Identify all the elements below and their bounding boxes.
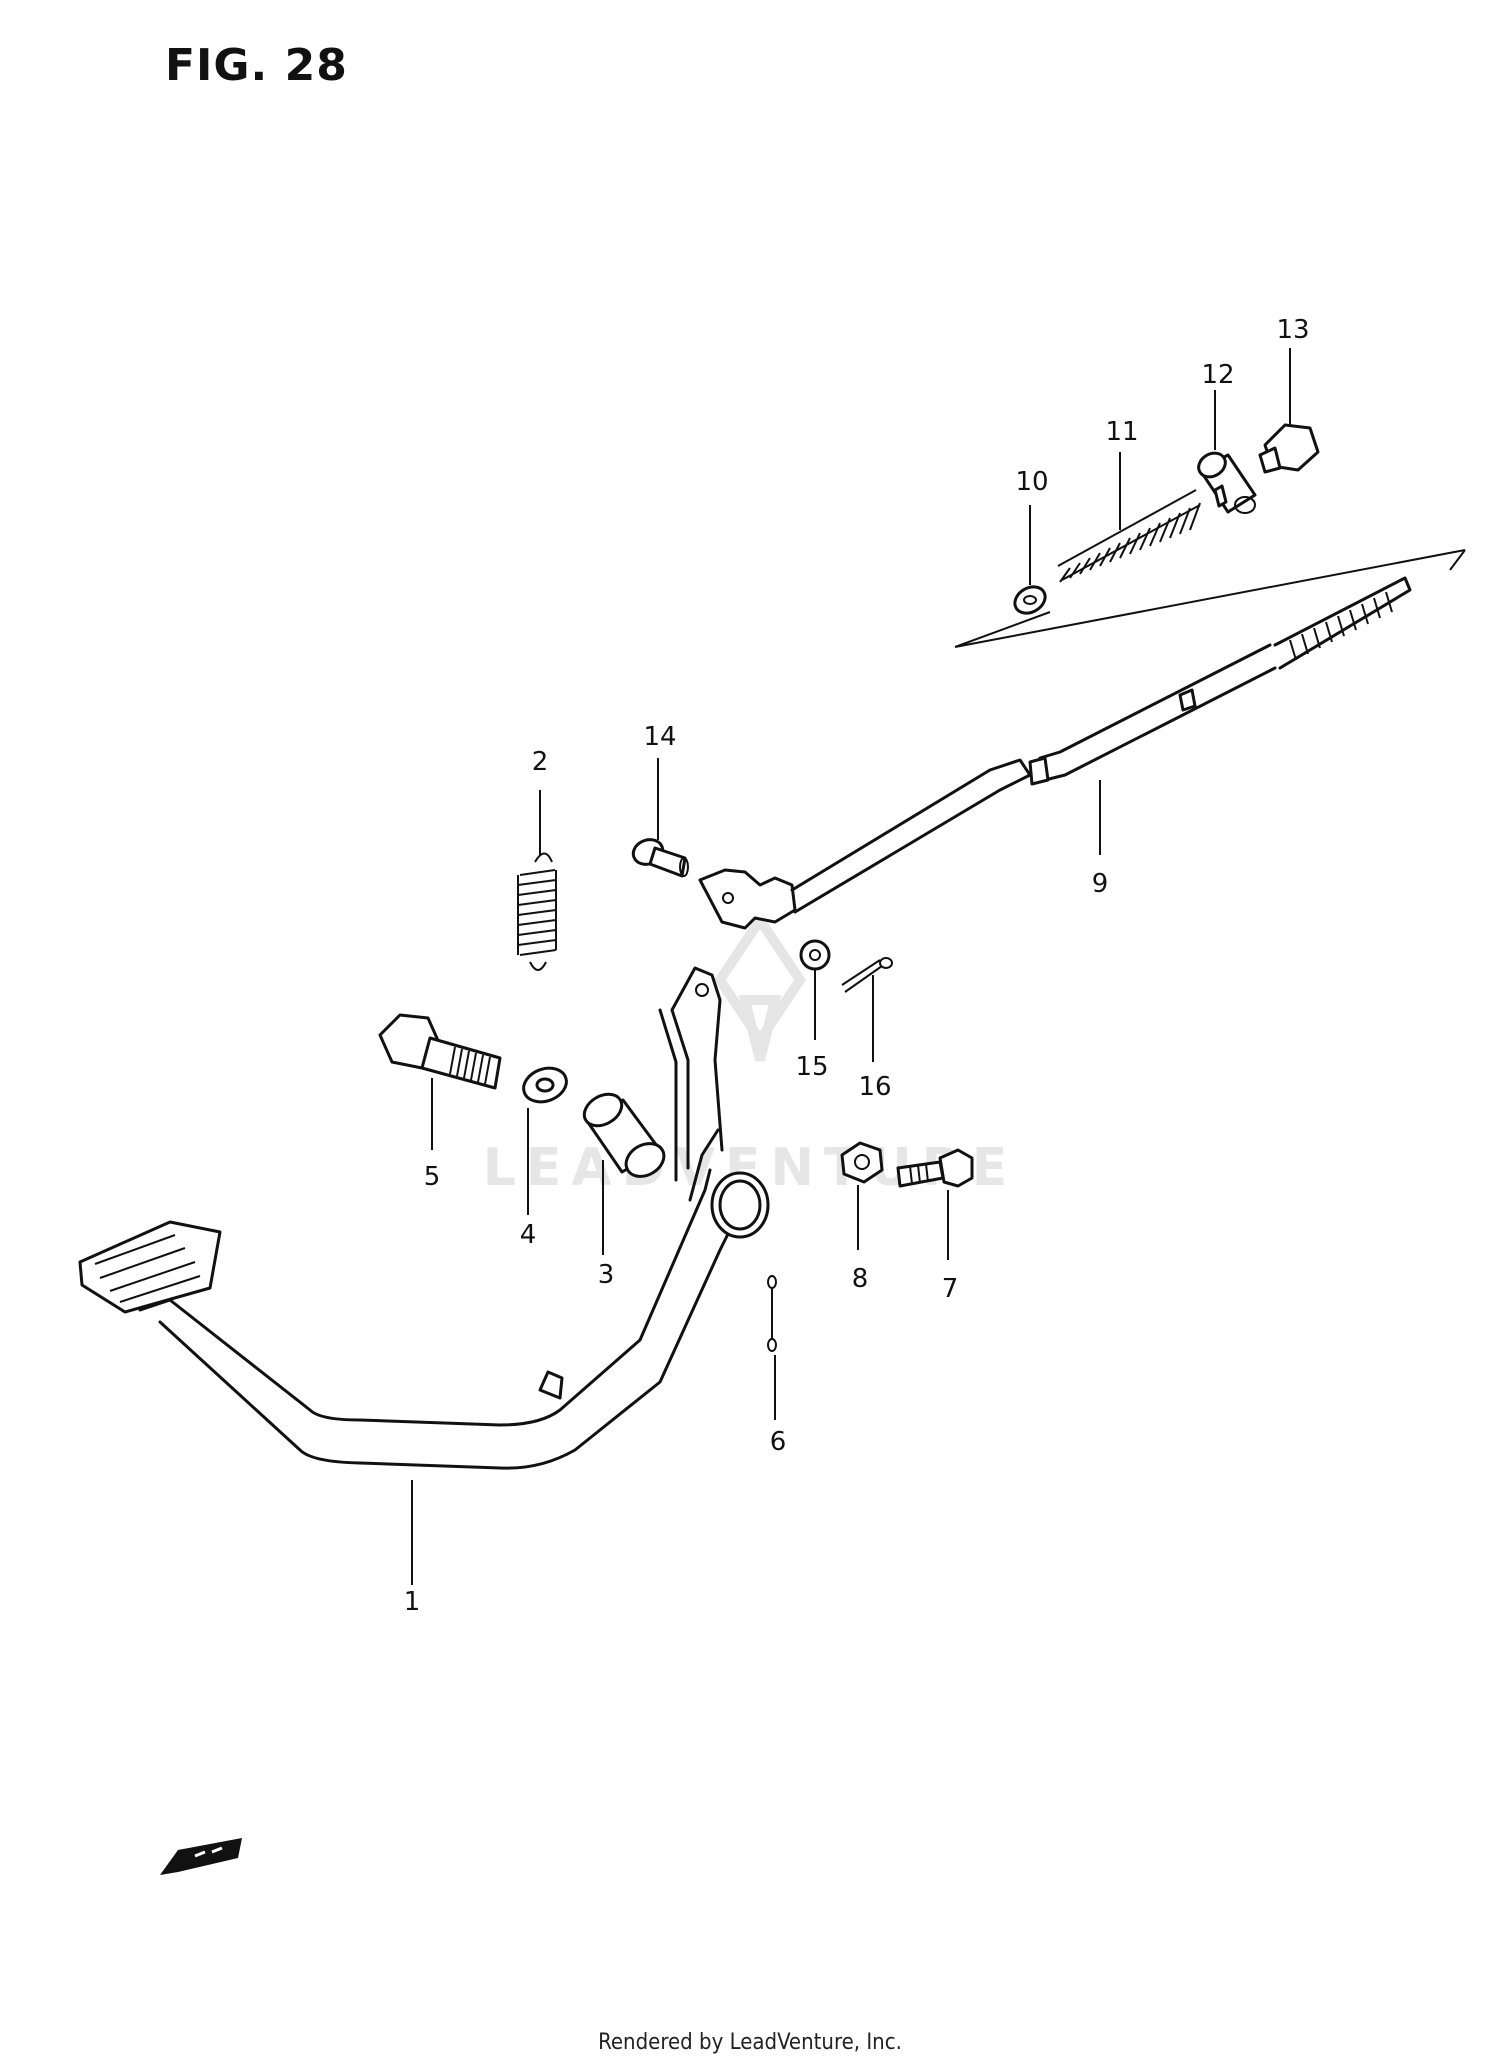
callout-labels: 1 2 3 4 5 6 7 8 9 10 11 12 13 14 15 16 bbox=[404, 315, 1310, 1617]
part-12-adjust-joint bbox=[1197, 451, 1257, 514]
callout-3: 3 bbox=[598, 1260, 615, 1290]
part-11-spring bbox=[1057, 489, 1201, 583]
footer-credit: Rendered by LeadVenture, Inc. bbox=[598, 2030, 902, 2055]
part-14-clevis-pin bbox=[631, 838, 689, 878]
callout-10: 10 bbox=[1015, 467, 1048, 497]
subassembly-bracket bbox=[954, 549, 1466, 648]
callout-8: 8 bbox=[852, 1264, 869, 1294]
part-15-washer bbox=[799, 939, 831, 971]
part-1-brake-pedal bbox=[78, 966, 770, 1470]
part-13-adjust-nut bbox=[1258, 423, 1320, 474]
callout-2: 2 bbox=[532, 747, 549, 777]
callout-14: 14 bbox=[643, 722, 676, 752]
watermark: LEADVENTURE bbox=[483, 910, 1007, 1198]
callout-16: 16 bbox=[858, 1072, 891, 1102]
callout-12: 12 bbox=[1201, 360, 1234, 390]
callout-5: 5 bbox=[424, 1162, 441, 1192]
part-7-bolt bbox=[896, 1148, 974, 1188]
callout-13: 13 bbox=[1276, 315, 1309, 345]
part-6-cotter-pin bbox=[767, 1275, 777, 1352]
callout-11: 11 bbox=[1105, 417, 1138, 447]
callout-9: 9 bbox=[1092, 869, 1109, 899]
part-9-brake-rod bbox=[698, 576, 1412, 930]
part-2-return-spring bbox=[517, 852, 557, 971]
figure-title: FIG. 28 bbox=[165, 40, 348, 91]
callout-1: 1 bbox=[404, 1587, 421, 1617]
part-4-washer bbox=[522, 1066, 568, 1104]
part-16-cotter-pin bbox=[841, 957, 893, 993]
watermark-logo-icon bbox=[713, 910, 807, 1062]
leader-lines bbox=[411, 348, 1291, 1585]
part-3-bushing bbox=[582, 1092, 666, 1178]
callout-7: 7 bbox=[942, 1274, 959, 1304]
part-8-nut bbox=[840, 1141, 884, 1184]
callout-6: 6 bbox=[770, 1427, 787, 1457]
callout-4: 4 bbox=[520, 1220, 537, 1250]
part-5-pivot-bolt bbox=[378, 1013, 502, 1090]
callout-15: 15 bbox=[795, 1052, 828, 1082]
part-10-washer bbox=[1013, 585, 1047, 615]
front-direction-arrow-icon bbox=[160, 1838, 242, 1875]
